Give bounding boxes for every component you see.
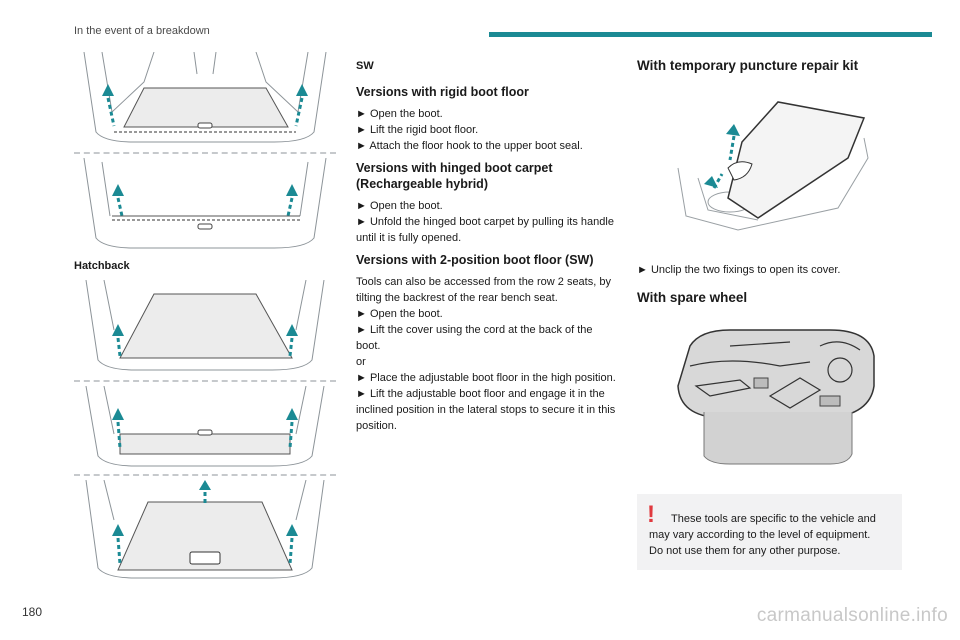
rigid-floor-heading: Versions with rigid boot floor [356,85,529,99]
boot-carpet-lift-icon [83,158,327,249]
two-position-floor-section: Versions with 2-position boot floor (SW)… [356,252,618,434]
hatchback-label: Hatchback [74,260,130,272]
spare-wheel-heading: With spare wheel [637,290,748,305]
hinged-carpet-section: Versions with hinged boot carpet (Rechar… [356,160,618,246]
instructions-column: SW Versions with rigid boot floor ► Open… [356,60,618,440]
site-watermark: carmanualsonline.info [756,605,948,626]
boot-floor-raise-icon [83,52,327,143]
boot-floor-stop-icon [85,386,325,467]
warning-text: These tools are specific to the vehicle … [649,513,876,557]
figure-separator [74,474,336,476]
repair-kit-text: ► Unclip the two fixings to open its cov… [637,264,841,276]
figure-separator [74,380,336,382]
repair-kit-section: With temporary puncture repair kit [637,58,907,73]
warning-icon: ! [647,501,655,528]
boot-floor-adjust-icon [85,280,325,371]
figure-separator [74,152,336,154]
repair-kit-icon [677,101,869,231]
repair-kit-heading: With temporary puncture repair kit [637,58,859,73]
hinged-carpet-heading: Versions with hinged boot carpet (Rechar… [356,161,553,191]
tools-warning-notice: ! These tools are specific to the vehicl… [637,494,902,570]
rigid-floor-text: ► Open the boot. ► Lift the rigid boot f… [356,108,583,152]
two-position-floor-text: Tools can also be accessed from the row … [356,276,616,432]
repair-kit-instruction: ► Unclip the two fixings to open its cov… [637,262,907,278]
boot-floor-incline-icon [85,480,325,579]
section-title: In the event of a breakdown [74,25,210,37]
sw-label: SW [356,60,374,72]
spare-wheel-section: With spare wheel [637,290,907,305]
two-position-floor-heading: Versions with 2-position boot floor (SW) [356,253,594,267]
header-accent-bar [489,32,932,37]
hinged-carpet-text: ► Open the boot. ► Unfold the hinged boo… [356,200,614,244]
spare-wheel-tools-icon [677,329,875,465]
page-number: 180 [22,605,43,619]
rigid-floor-section: Versions with rigid boot floor ► Open th… [356,84,618,154]
